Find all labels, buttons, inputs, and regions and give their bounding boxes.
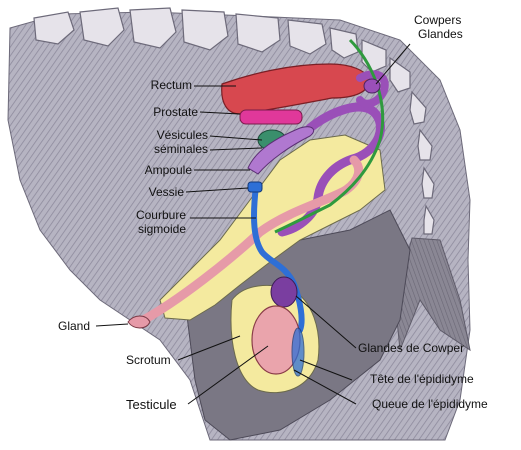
- label-queue-epididyme: Queue de l'épididyme: [372, 398, 488, 411]
- label-glandes: Glandes: [418, 28, 463, 41]
- label-seminales: séminales: [140, 143, 208, 156]
- label-cowpers: Cowpers: [414, 14, 461, 27]
- label-courbure: Courbure: [120, 209, 186, 222]
- bladder: [248, 182, 262, 192]
- epididymis-tail: [292, 328, 304, 376]
- label-prostate: Prostate: [134, 106, 198, 119]
- prostate: [240, 110, 302, 124]
- epididymis-head: [271, 277, 297, 307]
- label-glandes-de-cowper: Glandes de Cowper: [358, 342, 464, 355]
- label-vessie: Vessie: [130, 186, 184, 199]
- label-testicule: Testicule: [126, 398, 177, 411]
- label-sigmoide: sigmoide: [120, 223, 186, 236]
- label-vesicules: Vésicules: [140, 129, 208, 142]
- cowper-glands-bulb: [364, 79, 380, 93]
- label-ampoule: Ampoule: [126, 164, 192, 177]
- label-gland: Gland: [58, 320, 90, 333]
- label-tete-epididyme: Tête de l'épididyme: [370, 373, 474, 386]
- label-rectum: Rectum: [136, 79, 192, 92]
- label-scrotum: Scrotum: [126, 354, 171, 367]
